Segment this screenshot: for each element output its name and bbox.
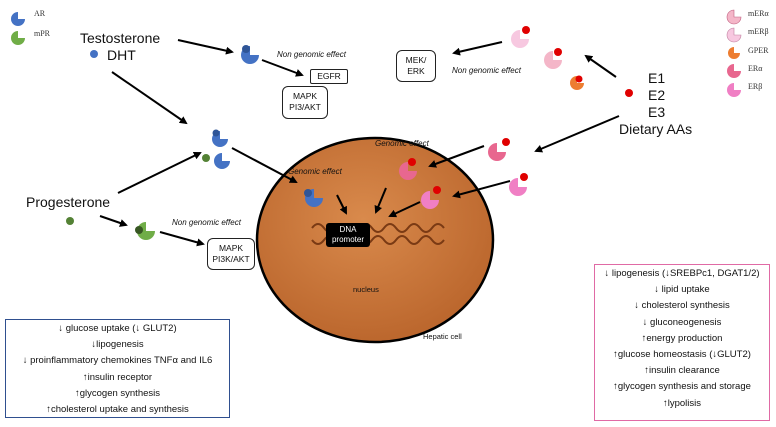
nucleus-label: nucleus — [353, 285, 379, 294]
arrow-e-nucleus — [534, 115, 620, 153]
arrow-progesterone-mpr — [99, 215, 128, 227]
legend-mpr-label: mPR — [34, 29, 51, 38]
erb-receptor-right-icon — [509, 173, 528, 196]
ar-receptor-center-icon — [212, 129, 228, 147]
right-effect-item: ↓ gluconeogenesis — [642, 316, 722, 328]
e2-label: E2 — [648, 87, 666, 103]
dht-label: DHT — [107, 47, 136, 63]
left-effect-item: ↑insulin receptor — [82, 371, 153, 383]
nuclear-era-receptor-icon — [399, 158, 417, 180]
e1-label: E1 — [648, 70, 666, 86]
right-effect-item: ↑insulin clearance — [644, 365, 720, 377]
era-receptor-right-icon — [488, 138, 510, 161]
mek-erk-box: MEK/ ERK — [396, 50, 436, 82]
testosterone-label: Testosterone — [80, 30, 161, 46]
right-effects-box: ↓ lipogenesis (↓SREBPc1, DGAT1/2) ↓ lipid… — [594, 264, 770, 421]
dietary-aas-label: Dietary AAs — [619, 121, 693, 137]
egfr-box: EGFR — [310, 69, 348, 84]
mpr-receptor-center-icon — [202, 153, 230, 169]
right-effect-item: ↓ lipogenesis (↓SREBPc1, DGAT1/2) — [604, 268, 760, 279]
arrow-receptor-dna-3 — [388, 201, 421, 218]
genomic-effect-left: Genomic effect — [288, 167, 342, 176]
e2-molecule-icon — [625, 89, 633, 97]
left-effect-item: ↓ proinflammatory chemokines TNFα and IL… — [22, 355, 213, 367]
legend-mpr-icon — [11, 31, 25, 45]
dna-label-line1: DNA — [339, 225, 357, 234]
right-effect-item: ↑lypolisis — [662, 397, 701, 409]
left-effect-item: ↑cholesterol uptake and synthesis — [46, 403, 189, 415]
legend-mera-label: mERα — [748, 9, 769, 18]
left-effect-item: ↑glycogen synthesis — [74, 387, 161, 399]
egfr-label: EGFR — [317, 71, 341, 81]
legend-gper-label: GPER — [748, 46, 769, 55]
mek-line2: ERK — [407, 66, 425, 76]
ar-receptor-top-icon — [241, 45, 259, 64]
legend-erb-icon — [727, 83, 741, 97]
e3-label: E3 — [648, 104, 666, 120]
arrow-e-era — [428, 145, 485, 168]
arrow-receptor-nucleus — [231, 147, 298, 183]
arrow-ar-egfr — [261, 59, 304, 77]
left-effect-item: ↓ glucose uptake (↓ GLUT2) — [58, 323, 177, 334]
mapk-top-line2: PI3/AKT — [289, 102, 321, 112]
dht-molecule-icon — [90, 50, 98, 58]
right-effect-item: ↓ lipid uptake — [654, 284, 710, 296]
legend-mera-icon — [726, 9, 742, 25]
legend-era-label: ERα — [748, 64, 763, 73]
right-effect-item: ↑glucose homeostasis (↓GLUT2) — [613, 348, 751, 360]
gper-receptor-top-icon — [570, 75, 584, 90]
legend-erb-label: ERβ — [748, 82, 763, 91]
arrow-mpr-mapk — [159, 231, 205, 247]
arrow-receptor-dna-2 — [374, 187, 387, 214]
arrow-er-mek — [452, 41, 503, 56]
arrow-e-erb — [452, 180, 511, 199]
legend-ar-icon — [11, 12, 25, 26]
arrow-e-merbeta — [584, 54, 617, 78]
mapk-top-line1: MAPK — [292, 91, 318, 101]
mapk-top-box: MAPK PI3/AKT — [282, 86, 328, 119]
right-effect-item: ↑glycogen synthesis and storage — [613, 381, 751, 393]
non-genomic-effect-top-right: Non genomic effect — [452, 66, 521, 75]
dna-label-line2: promoter — [331, 235, 364, 244]
legend-ar-label: AR — [34, 9, 46, 18]
arrow-dht-nucleus-receptor — [111, 71, 188, 125]
legend-gper-icon — [728, 47, 740, 59]
progesterone-label: Progesterone — [26, 194, 111, 210]
left-effects-box: ↓ glucose uptake (↓ GLUT2) ↓lipogenesis ↓ … — [5, 319, 230, 418]
mapk-bottom-line2: PI3K/AKT — [212, 254, 250, 264]
mapk-bottom-line1: MAPK — [218, 243, 244, 253]
legend-merb-icon — [726, 27, 742, 43]
arrow-progesterone-receptor — [117, 152, 202, 194]
non-genomic-effect-top-left: Non genomic effect — [277, 50, 346, 59]
hepatic-cell-label: Hepatic cell — [423, 332, 462, 341]
nuclear-erb-receptor-icon — [421, 186, 441, 209]
mpr-receptor-icon — [135, 222, 155, 240]
nuclear-ar-receptor-icon — [304, 189, 323, 207]
non-genomic-effect-bottom-left: Non genomic effect — [172, 218, 241, 227]
arrow-receptor-dna-1 — [336, 194, 347, 215]
legend-era-icon — [727, 64, 741, 78]
mera-receptor-top-icon — [544, 48, 562, 69]
genomic-effect-right: Genomic effect — [375, 139, 429, 148]
merb-receptor-top-icon — [511, 26, 530, 48]
left-effect-item: ↓lipogenesis — [91, 339, 144, 351]
mapk-bottom-box: MAPK PI3K/AKT — [207, 238, 255, 270]
mek-line1: MEK/ — [405, 55, 427, 65]
arrow-testosterone-ar — [177, 39, 234, 55]
dna-promoter-box: DNA promoter — [326, 223, 370, 247]
progesterone-molecule-icon — [66, 217, 74, 225]
legend-merb-label: mERβ — [748, 27, 769, 36]
right-effect-item: ↑energy production — [641, 332, 723, 344]
right-effect-item: ↓ cholesterol synthesis — [634, 300, 730, 312]
